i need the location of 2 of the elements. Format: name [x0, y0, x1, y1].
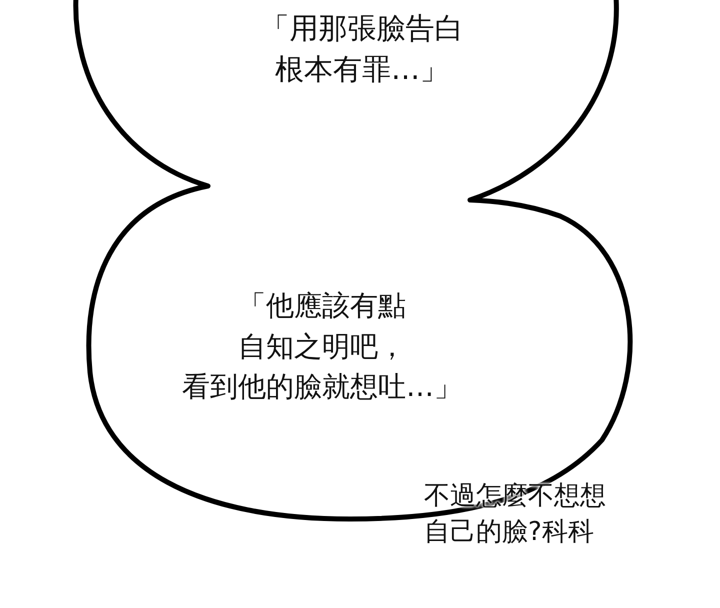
- dialogue-text: 「用那張臉告白根本有罪…」: [260, 10, 464, 88]
- dialogue-text: 「他應該有點自知之明吧，看到他的臉就想吐…」: [182, 288, 462, 406]
